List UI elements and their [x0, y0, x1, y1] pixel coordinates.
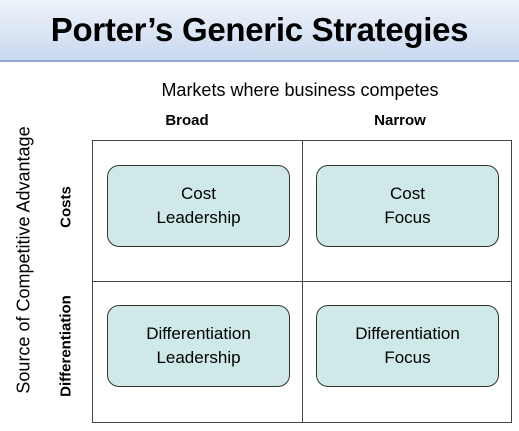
cost-focus-box: Cost Focus — [316, 165, 499, 247]
cost-leadership-line1: Cost — [181, 184, 216, 203]
row-label-costs: Costs — [57, 186, 75, 228]
advantage-axis-label: Source of Competitive Advantage — [13, 126, 34, 394]
row-label-differentiation: Differentiation — [57, 295, 75, 397]
cost-leadership-box: Cost Leadership — [107, 165, 290, 247]
differentiation-leadership-box: Differentiation Leadership — [107, 305, 290, 387]
strategy-grid — [92, 140, 512, 423]
page-title: Porter’s Generic Strategies — [50, 11, 469, 48]
differentiation-focus-box: Differentiation Focus — [316, 305, 499, 387]
column-label-narrow: Narrow — [374, 112, 426, 129]
markets-axis-label: Markets where business competes — [161, 80, 439, 100]
cost-focus-line1: Cost — [390, 184, 425, 203]
differentiation-leadership-line2: Leadership — [156, 348, 241, 367]
differentiation-focus-line2: Focus — [384, 348, 431, 367]
differentiation-focus-line1: Differentiation — [355, 324, 460, 343]
grid-horizontal-divider — [93, 281, 511, 282]
differentiation-leadership-line1: Differentiation — [146, 324, 251, 343]
cost-leadership-line2: Leadership — [156, 208, 241, 227]
column-label-broad: Broad — [165, 112, 209, 129]
title-bar: Porter’s Generic Strategies — [0, 0, 519, 62]
cost-focus-line2: Focus — [384, 208, 431, 227]
